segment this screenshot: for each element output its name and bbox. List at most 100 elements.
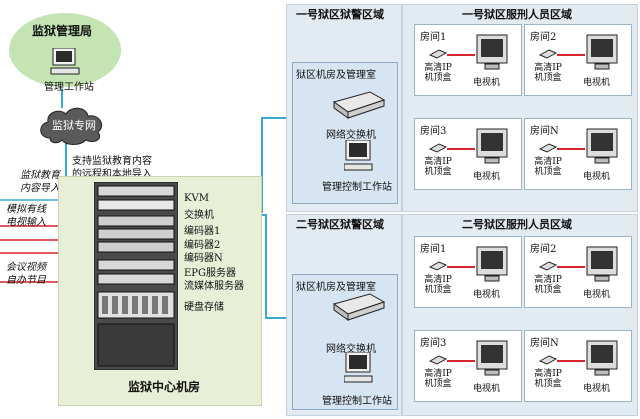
link-line bbox=[447, 266, 475, 268]
tv-label: 电视机 bbox=[473, 172, 501, 182]
stb-label-line2: 机顶盒 bbox=[424, 73, 452, 83]
zone1-office-box bbox=[292, 62, 398, 204]
tv-icon bbox=[586, 34, 618, 70]
cloud-icon bbox=[40, 107, 103, 145]
conf-video-line2: 自办节目 bbox=[6, 275, 46, 286]
stb-label-line1: 高清IP bbox=[424, 275, 452, 285]
zone1-guard-title: 一号狱区狱警区域 bbox=[296, 8, 384, 21]
bureau-node: 监狱管理局 管理工作站 bbox=[6, 10, 124, 93]
link-line bbox=[557, 54, 585, 56]
stb-label-line2: 机顶盒 bbox=[424, 167, 452, 177]
tv-icon bbox=[476, 246, 508, 282]
zone1-switch-label: 网络交换机 bbox=[326, 130, 376, 141]
workstation-icon bbox=[50, 48, 80, 75]
tv-icon bbox=[586, 246, 618, 282]
zone2-workstation-icon bbox=[344, 352, 373, 383]
edu-import-line2: 内容导入 bbox=[20, 183, 60, 194]
tv-label: 电视机 bbox=[473, 384, 501, 394]
center-title: 监狱中心机房 bbox=[128, 380, 201, 394]
stb-label-line2: 机顶盒 bbox=[534, 285, 562, 295]
zone2-office-label: 狱区机房及管理室 bbox=[296, 282, 376, 293]
network-name: 监狱专网 bbox=[52, 119, 96, 132]
tv-icon bbox=[586, 340, 618, 376]
tv-icon bbox=[476, 128, 508, 164]
zone1-workstation-label: 管理控制工作站 bbox=[322, 182, 392, 193]
stb-label-line2: 机顶盒 bbox=[534, 73, 562, 83]
stb-label-line2: 机顶盒 bbox=[534, 167, 562, 177]
stb-icon bbox=[429, 261, 447, 271]
conf-video-line1: 会议视频 bbox=[6, 262, 46, 273]
stb-icon bbox=[429, 143, 447, 153]
tv-icon bbox=[476, 340, 508, 376]
stb-label-line2: 机顶盒 bbox=[424, 379, 452, 389]
link-line bbox=[447, 360, 475, 362]
stb-icon bbox=[539, 143, 557, 153]
room-name: 房间N bbox=[530, 338, 559, 349]
room-name: 房间3 bbox=[420, 338, 447, 349]
tv-label: 电视机 bbox=[583, 78, 611, 88]
zone2-office-box bbox=[292, 274, 398, 410]
room-name: 房间3 bbox=[420, 126, 447, 137]
rack-item-streaming-server: 流媒体服务器 bbox=[184, 281, 244, 292]
tv-label: 电视机 bbox=[583, 384, 611, 394]
zone1-workstation-icon bbox=[344, 140, 373, 171]
network-note-line2: 的远程和本地导入 bbox=[72, 169, 152, 180]
tv-label: 电视机 bbox=[583, 172, 611, 182]
bureau-title: 监狱管理局 bbox=[32, 24, 93, 38]
tv-label: 电视机 bbox=[473, 78, 501, 88]
room-name: 房间2 bbox=[530, 32, 557, 43]
link-line bbox=[557, 148, 585, 150]
rack-item-encoder-2: 编码器2 bbox=[184, 240, 221, 251]
stb-label-line1: 高清IP bbox=[424, 369, 452, 379]
rack-item-switch: 交换机 bbox=[184, 210, 214, 221]
room-name: 房间N bbox=[530, 126, 559, 137]
network-note-line1: 支持监狱教育内容 bbox=[72, 156, 152, 167]
stb-icon bbox=[539, 355, 557, 365]
server-rack bbox=[94, 182, 178, 370]
link-line bbox=[557, 360, 585, 362]
room-name: 房间1 bbox=[420, 244, 447, 255]
edu-import-line1: 监狱教育 bbox=[20, 170, 60, 181]
stb-label-line1: 高清IP bbox=[534, 63, 562, 73]
zone2-guard-title: 二号狱区狱警区域 bbox=[296, 218, 384, 231]
room-name: 房间1 bbox=[420, 32, 447, 43]
stb-label-line1: 高清IP bbox=[534, 369, 562, 379]
tv-icon bbox=[476, 34, 508, 70]
link-line bbox=[557, 266, 585, 268]
bureau-workstation-label: 管理工作站 bbox=[44, 82, 94, 93]
zone2-switch-icon bbox=[332, 293, 386, 321]
rack-item-encoder-n: 编码器N bbox=[184, 253, 223, 264]
zone1-inmate-title: 一号狱区服刑人员区域 bbox=[462, 8, 572, 21]
rack-item-encoder-1: 编码器1 bbox=[184, 226, 221, 237]
stb-icon bbox=[539, 49, 557, 59]
stb-icon bbox=[429, 355, 447, 365]
rack-item-epg-server: EPG服务器 bbox=[184, 268, 237, 279]
link-line bbox=[447, 54, 475, 56]
zone2-inmate-title: 二号狱区服刑人员区域 bbox=[462, 218, 572, 231]
tv-icon bbox=[586, 128, 618, 164]
stb-icon bbox=[539, 261, 557, 271]
rack-item-kvm: KVM bbox=[184, 193, 209, 204]
stb-label-line2: 机顶盒 bbox=[424, 285, 452, 295]
tv-label: 电视机 bbox=[583, 290, 611, 300]
rack-item-disk-storage: 硬盘存储 bbox=[184, 302, 224, 313]
stb-label-line1: 高清IP bbox=[534, 157, 562, 167]
link-line bbox=[447, 148, 475, 150]
zone2-switch-label: 网络交换机 bbox=[326, 344, 376, 355]
stb-icon bbox=[429, 49, 447, 59]
tv-label: 电视机 bbox=[473, 290, 501, 300]
zone1-office-label: 狱区机房及管理室 bbox=[296, 70, 376, 81]
stb-label-line1: 高清IP bbox=[424, 157, 452, 167]
tv-input-line1: 模拟有线 bbox=[6, 204, 46, 215]
stb-label-line1: 高清IP bbox=[534, 275, 562, 285]
zone1-switch-icon bbox=[332, 91, 386, 119]
zone2-workstation-label: 管理控制工作站 bbox=[322, 396, 392, 407]
